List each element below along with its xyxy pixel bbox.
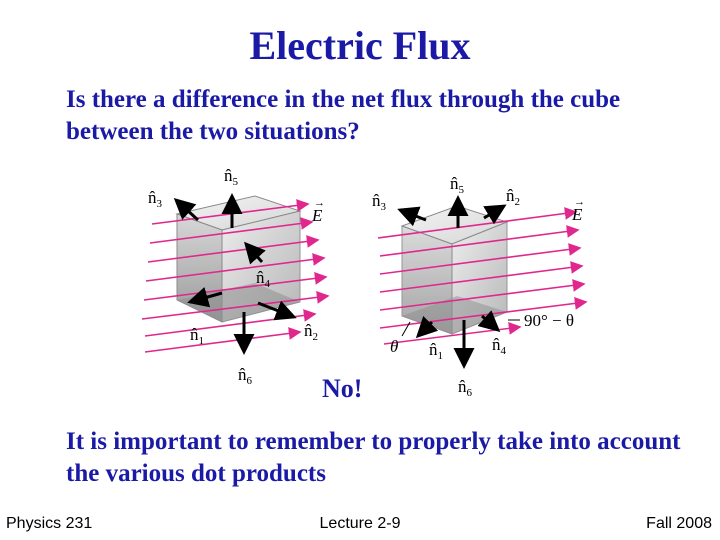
normal-label-n1: n̂1 [190,325,204,347]
left-normal-arrows [173,193,297,355]
right-field-lines [377,207,588,345]
normal-label-n2: n̂2 [304,321,318,343]
field-vector-arrow-left: → [314,197,325,209]
normal-label-n5: n̂5 [450,174,465,196]
normal-label-n2: n̂2 [506,186,520,208]
normal-label-n6: n̂6 [458,377,473,399]
angle-complement-label: 90° − θ [524,311,574,330]
slide-title: Electric Flux [249,23,471,68]
footer-lecture: Lecture 2-9 [319,515,401,532]
footer-course: Physics 231 [6,515,93,532]
normal-label-n5: n̂5 [224,166,239,188]
left-field-lines [141,199,330,353]
footer-term: Fall 2008 [646,515,712,532]
left-normal-labels: n̂5 n̂3 n̂4 n̂1 n̂2 n̂6 E → [148,166,325,387]
normal-label-n3: n̂3 [148,188,163,210]
normal-label-n6: n̂6 [238,365,253,387]
angle-theta-label: θ [390,337,398,356]
answer-text: No! [322,374,363,403]
normal-label-n4: n̂4 [492,335,507,357]
normal-label-n3: n̂3 [372,191,387,213]
left-cube [175,195,302,323]
field-vector-arrow-right: → [574,196,585,208]
field-label-e-left: E [311,206,323,225]
remark-text: It is important to remember to properly … [66,428,681,487]
right-normal-labels: n̂5 n̂3 n̂2 n̂1 n̂4 n̂6 E → θ 90° − θ [372,174,585,399]
normal-label-n4: n̂4 [256,268,271,290]
right-cube-diagram: n̂5 n̂3 n̂2 n̂1 n̂4 n̂6 E → θ 90° − θ [372,174,588,399]
question-text: Is there a difference in the net flux th… [66,86,621,145]
right-normal-arrows [397,195,507,369]
normal-label-n1: n̂1 [429,340,443,362]
left-cube-diagram: n̂5 n̂3 n̂4 n̂1 n̂2 n̂6 E → [141,166,330,387]
right-cube [400,205,509,335]
field-label-e-right: E [571,205,583,224]
angle-markers [401,319,520,337]
